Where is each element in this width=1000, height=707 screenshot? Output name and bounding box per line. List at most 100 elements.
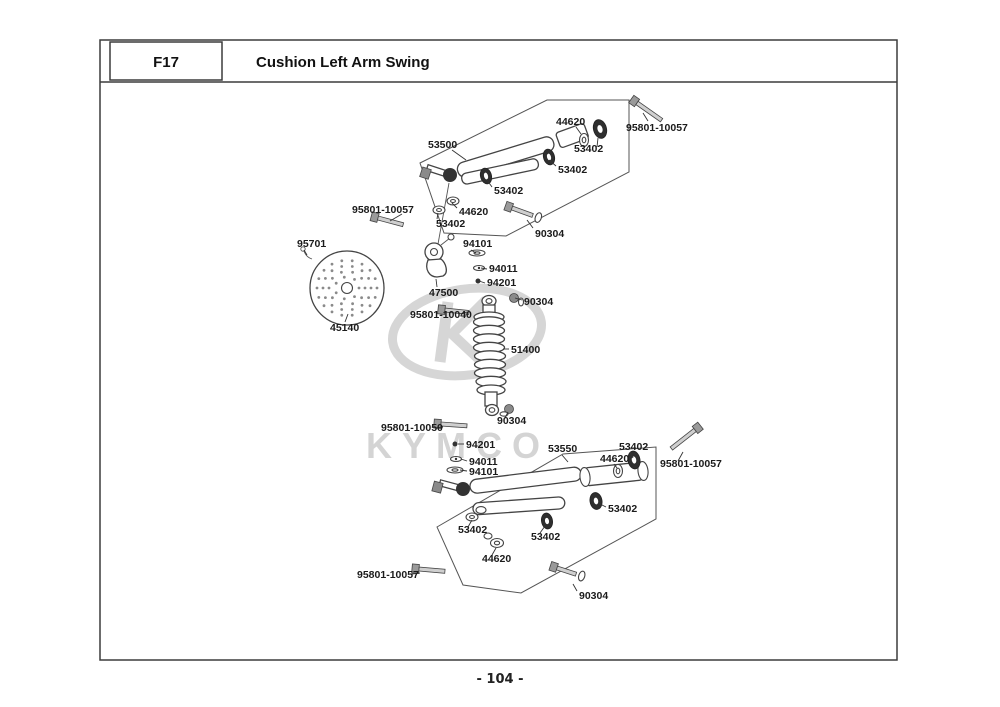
part-label-53500: 53500 xyxy=(428,139,457,151)
disc-guard-hole xyxy=(360,276,363,280)
leader-line xyxy=(470,249,477,254)
part-labels: 53500 44620 95801-10057 53402 53402 53402 9580… xyxy=(297,112,722,602)
part-label-51400: 51400 xyxy=(511,344,540,356)
part-label-94201: 94201 xyxy=(466,439,495,451)
lower-bushings xyxy=(465,450,641,549)
part-label-53402: 53402 xyxy=(558,164,587,176)
disc-guard-hole xyxy=(330,262,334,266)
disc-guard-hole xyxy=(330,269,334,273)
part-label-53402: 53402 xyxy=(458,524,487,536)
disc-guard-hole xyxy=(342,297,346,301)
disc-guard-hole xyxy=(369,286,373,290)
disc-guard-hole xyxy=(360,269,364,273)
disc-guard-hole xyxy=(350,259,354,263)
leader-line xyxy=(504,411,509,419)
part-label-44620: 44620 xyxy=(459,206,488,218)
bolt-90304-lower xyxy=(548,561,586,582)
part-label-95801-10057: 95801-10057 xyxy=(626,122,688,134)
disc-guard-hole xyxy=(340,265,344,268)
leader-line xyxy=(435,426,444,429)
disc-guard-hole xyxy=(367,277,370,280)
washer-stack-upper xyxy=(468,249,486,284)
part-label-94101: 94101 xyxy=(463,238,492,250)
part-label-90304: 90304 xyxy=(535,228,564,240)
part-label-44620: 44620 xyxy=(482,553,511,565)
disc-guard-hole xyxy=(327,286,331,290)
disc-guard-hole xyxy=(324,296,327,299)
leader-line xyxy=(596,137,599,148)
nut-90304-mid xyxy=(509,293,525,307)
bolt-90304-upper xyxy=(503,200,543,223)
header-code-box xyxy=(109,41,223,81)
part-label-53402: 53402 xyxy=(574,143,603,155)
leader-line xyxy=(478,280,486,284)
kymco-watermark: KYMCO xyxy=(366,283,547,466)
part-label-94101: 94101 xyxy=(469,466,498,478)
disc-guard-hole xyxy=(322,268,326,272)
leader-line xyxy=(459,469,468,472)
disc-guard-hole xyxy=(368,268,372,272)
disc-guard-hole xyxy=(330,310,334,314)
part-label-90304: 90304 xyxy=(524,296,553,308)
leader-line xyxy=(303,249,308,256)
page-border xyxy=(99,39,898,661)
disc-guard-hole xyxy=(331,296,334,300)
page-code: F17 xyxy=(153,54,179,71)
bolt-95801-10057-lower-right xyxy=(669,421,704,451)
leader-line xyxy=(613,463,618,469)
disc-guard-45140 xyxy=(309,250,385,326)
part-label-90304: 90304 xyxy=(497,415,526,427)
leader-line xyxy=(677,451,684,462)
lower-swing-arm xyxy=(431,460,649,516)
shock-absorber-51400 xyxy=(472,294,507,417)
leader-line xyxy=(572,583,578,592)
part-label-53402: 53402 xyxy=(436,218,465,230)
leader-line xyxy=(629,451,634,459)
leader-line xyxy=(514,297,523,301)
part-label-53402: 53402 xyxy=(494,185,523,197)
part-label-95701: 95701 xyxy=(297,238,326,250)
disc-guard-hole xyxy=(373,296,377,299)
disc-guard-hole xyxy=(360,262,364,266)
disc-guard-hole xyxy=(360,296,363,300)
disc-guard-hole xyxy=(322,304,326,308)
disc-guard-hole xyxy=(350,308,354,311)
leader-line xyxy=(491,547,497,556)
lower-ball-joint xyxy=(431,479,470,496)
part-label-94011: 94011 xyxy=(469,456,498,468)
disc-guard-hole xyxy=(317,296,321,299)
leader-line xyxy=(411,572,421,575)
disc-guard-hole xyxy=(350,265,354,268)
leader-line xyxy=(460,458,468,462)
part-label-53402: 53402 xyxy=(619,441,648,453)
disc-guard-hole xyxy=(340,313,344,317)
disc-guard-hole xyxy=(317,277,321,280)
disc-guard-hole xyxy=(331,276,334,280)
disc-guard-hole xyxy=(363,286,367,290)
disc-guard-hole xyxy=(373,277,377,280)
upper-ball-joint xyxy=(419,163,457,182)
leader-line xyxy=(575,126,582,135)
part-label-95801-10050: 95801-10050 xyxy=(381,422,443,434)
leader-line xyxy=(459,311,468,315)
bolt-95801-10057-upper-left xyxy=(369,211,405,228)
upper-assembly-outline xyxy=(419,99,630,237)
upper-bushings xyxy=(432,119,608,215)
leader-line xyxy=(344,313,349,323)
part-label-95801-10040: 95801-10040 xyxy=(410,309,472,321)
disc-guard-hole xyxy=(334,281,338,285)
disc-guard-hole xyxy=(340,259,344,263)
lower-assembly-outline xyxy=(436,446,657,594)
leader-line xyxy=(642,112,649,122)
page-title: Cushion Left Arm Swing xyxy=(256,54,430,71)
part-label-94011: 94011 xyxy=(489,263,518,275)
disc-guard-hole xyxy=(360,303,364,307)
part-label-45140: 45140 xyxy=(330,322,359,334)
leader-line xyxy=(561,454,569,463)
part-label-44620: 44620 xyxy=(556,116,585,128)
clip-95701 xyxy=(300,246,313,260)
disc-guard-hole xyxy=(351,302,354,306)
disc-guard-hole xyxy=(351,270,354,274)
